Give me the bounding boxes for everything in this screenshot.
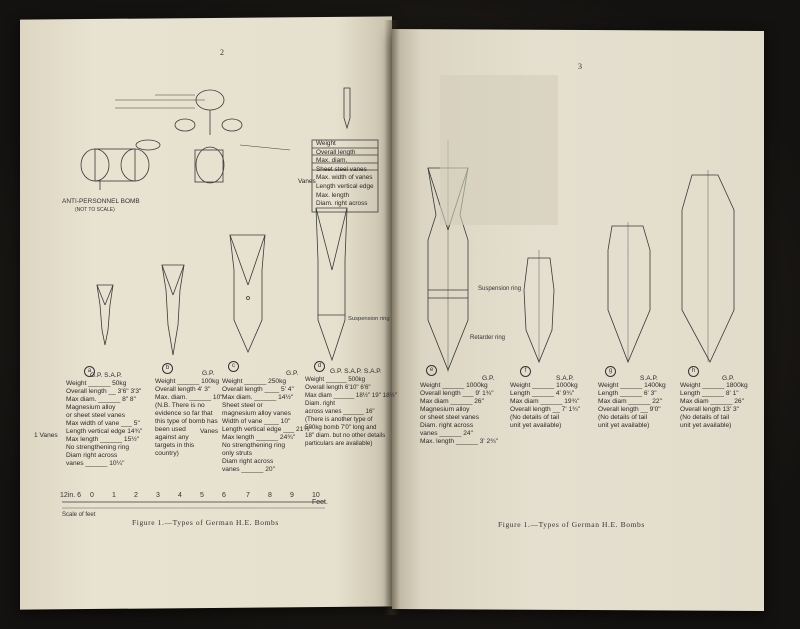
bomb-a-marker: a: [84, 366, 95, 377]
bomb-c-drawing: [229, 234, 266, 353]
anti-personnel-sub: (NOT TO SCALE): [75, 207, 115, 213]
bomb-e-specs: Weight ______ 1000kg Overall length ___ …: [420, 382, 499, 445]
scale-ticks: 12in. 6 0 1 2 3 4 5 6 7 8 9 10 Feet.: [60, 492, 328, 506]
anti-personnel-label: ANTI-PERSONNEL BOMB: [62, 198, 140, 205]
scale-label: Scale of feet: [62, 512, 96, 518]
bomb-g-type: S.A.P.: [640, 375, 658, 382]
spec-box-text: Weight Overall length Max. diam. Sheet s…: [316, 140, 374, 208]
bomb-c-marker: c: [228, 361, 239, 372]
bomb-g-marker: g: [605, 366, 616, 377]
suspension-label-left: Suspension ring: [348, 316, 390, 322]
bomb-a-drawing: [96, 284, 114, 346]
caption-left: Figure 1.—Types of German H.E. Bombs: [132, 518, 279, 527]
bomb-c-specs: Weight ______ 250kg Overall length ____ …: [222, 378, 312, 473]
bomb-h-drawing: [681, 170, 735, 363]
bomb-b-marker: b: [162, 363, 173, 374]
page-number-left: 2: [220, 48, 224, 57]
bomb-f-specs: Weight ______ 1000kg Length ______ 4' 9¾…: [510, 382, 580, 429]
small-bomb-top: [343, 87, 351, 130]
bomb-f-type: S.A.P.: [556, 375, 574, 382]
bomb-h-marker: h: [688, 366, 699, 377]
page-number-right: 3: [578, 62, 582, 71]
bomb-b-specs: Weight ______ 100kg Overall length 4' 3"…: [155, 378, 223, 457]
retarder-label: Retarder ring: [470, 335, 506, 341]
bomb-a-specs: Weight ______ 50kg Overall length __ 3'6…: [66, 380, 143, 467]
bomb-g-drawing: [607, 222, 651, 364]
bomb-b-vanes-side: Vanes: [200, 428, 219, 435]
bomb-e-marker: e: [426, 365, 437, 376]
anti-personnel-bomb-sketch: [80, 89, 291, 190]
bomb-d-type: G.P. S.A.P. S.A.P.: [330, 368, 382, 375]
bomb-h-type: G.P.: [722, 375, 735, 382]
bomb-f-drawing: [523, 250, 555, 364]
bomb-d-specs: Weight ______ 500kg Overall length 6'10"…: [305, 376, 397, 447]
spec-box-side: Vanes: [298, 178, 316, 185]
caption-right: Figure 1.—Types of German H.E. Bombs: [498, 520, 645, 529]
bomb-f-marker: f: [520, 366, 531, 377]
bomb-g-specs: Weight ______ 1400kg Length ______ 6' 3"…: [598, 382, 666, 429]
bomb-b-drawing: [161, 264, 185, 356]
book-gutter: [384, 20, 400, 615]
bomb-d-marker: d: [314, 361, 325, 372]
spec-box: [311, 139, 379, 213]
show-through-image: [440, 75, 558, 225]
bomb-h-specs: Weight ______ 1800kg Length ______ 8' 1"…: [680, 382, 748, 429]
bomb-c-type: G.P.: [286, 370, 299, 377]
bomb-e-type: G.P.: [482, 375, 495, 382]
bomb-b-type: G.P.: [202, 370, 215, 377]
bomb-d-drawing: [315, 207, 348, 362]
bomb-a-type: G.P. S.A.P.: [90, 372, 123, 379]
suspension-label-right: Suspension ring: [478, 286, 522, 292]
bomb-a-vanes-side: 1 Vanes: [34, 432, 58, 439]
